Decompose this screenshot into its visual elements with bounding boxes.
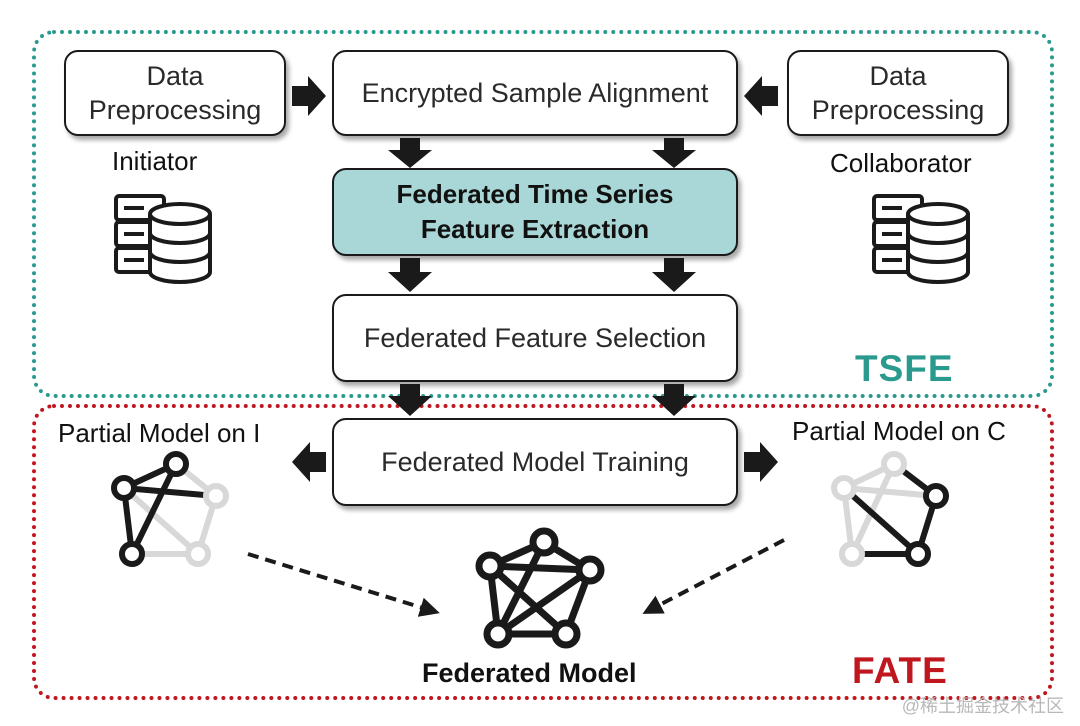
initiator-label: Initiator [112,146,198,176]
federated-ts-feature-extraction-label: Federated Time Series Feature Extraction [396,179,674,244]
encrypted-sample-alignment-label: Encrypted Sample Alignment [361,78,709,108]
arrow-icon-prep-left-to-alignment [292,76,326,116]
partial-model-i-label: Partial Model on I [58,418,261,448]
partial-model-c-label: Partial Model on C [792,416,1006,446]
arrow-icon-training-to-partial-i [292,442,326,482]
data-preprocessing-collaborator-label: Data Preprocessing [811,61,985,125]
watermark: @稀土掘金技术社区 [901,696,1064,716]
tsfe-region [32,30,1054,398]
arrow-icon-training-to-partial-c [744,442,778,482]
data-preprocessing-initiator-label: Data Preprocessing [88,61,262,125]
network-graph-icon-partial-i [111,451,229,567]
federated-feature-selection-label: Federated Feature Selection [363,323,707,353]
federated-model-training-label: Federated Model Training [381,447,689,477]
arrow-icon-down-row1 [388,138,696,168]
arrow-icon-prep-right-to-alignment [744,76,778,116]
fate-title: FATE [852,650,948,691]
tsfe-title: TSFE [855,348,954,389]
encrypted-sample-alignment-box: Encrypted Sample Alignment [332,50,738,136]
arrow-icon-down-row2 [388,258,696,292]
dashed-arrow-icon-from-i [247,552,440,617]
federated-feature-selection-box: Federated Feature Selection [332,294,738,382]
collaborator-label: Collaborator [830,148,972,178]
fate-region [32,404,1054,700]
federated-model-training-box: Federated Model Training [332,418,738,506]
network-graph-icon-federated [475,527,605,649]
federated-model-label: Federated Model [422,658,637,688]
database-server-icon-collaborator [872,194,970,284]
network-graph-icon-partial-c [831,451,949,567]
data-preprocessing-collaborator-box: Data Preprocessing [787,50,1009,136]
federated-ts-feature-extraction-box: Federated Time Series Feature Extraction [332,168,738,256]
arrow-icon-down-row3 [388,384,696,416]
database-server-icon-initiator [114,194,212,284]
dashed-arrow-icon-from-c [642,538,785,614]
data-preprocessing-initiator-box: Data Preprocessing [64,50,286,136]
